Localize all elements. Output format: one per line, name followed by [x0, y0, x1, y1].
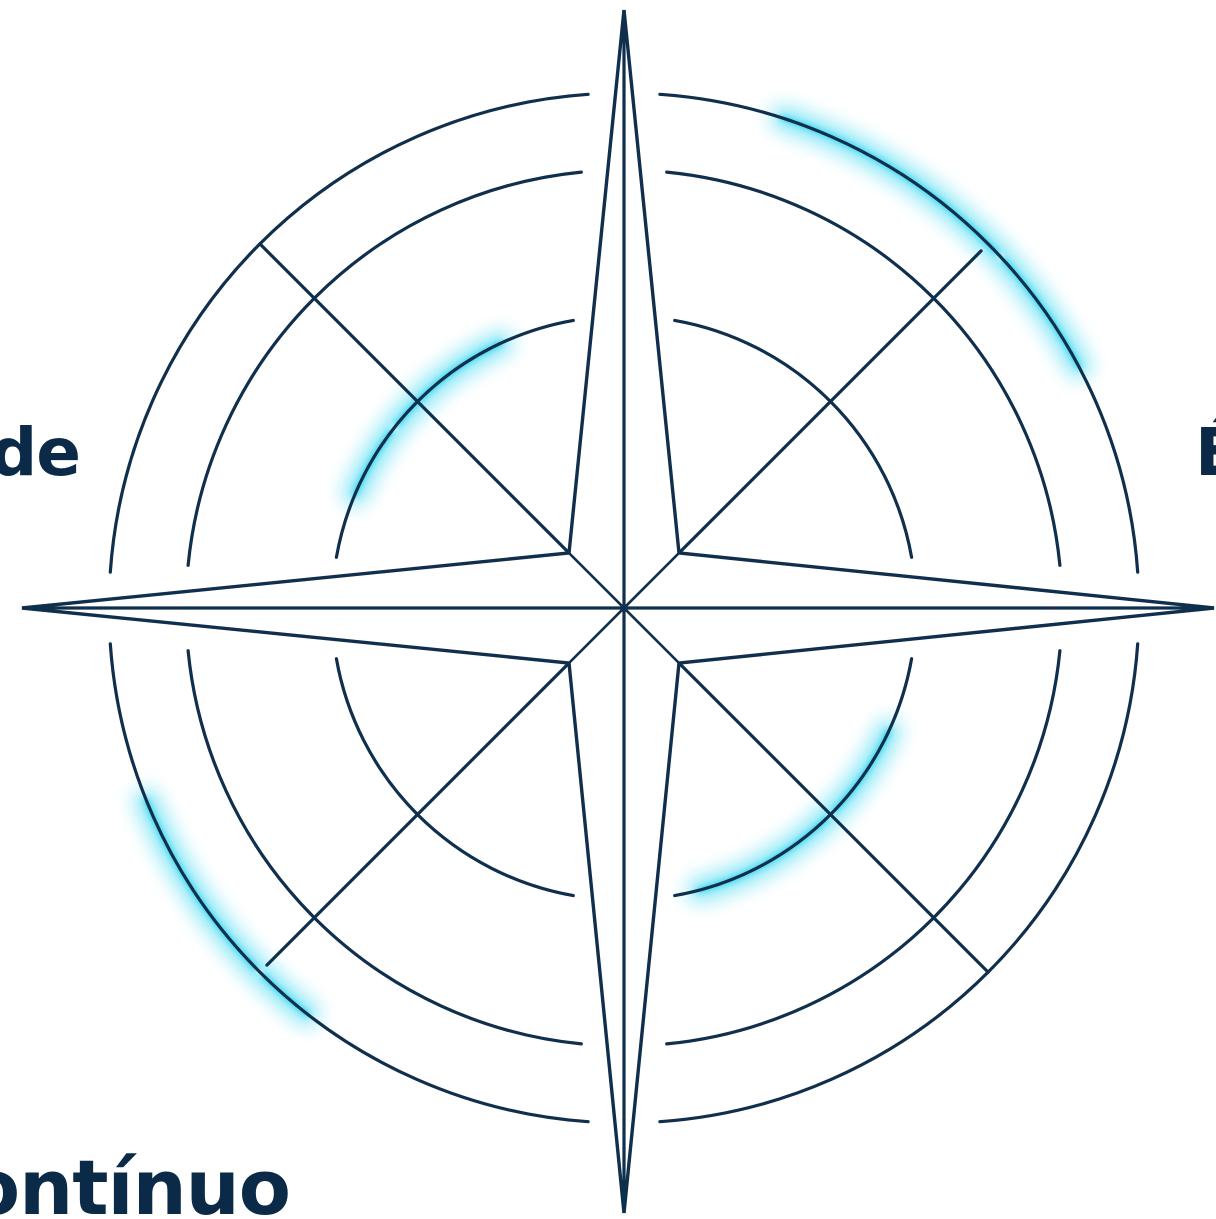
compass-star	[22, 10, 1214, 1213]
glow-southwest-outer-halo	[147, 801, 307, 1014]
star-outline	[22, 10, 1214, 1213]
spoke-northwest	[260, 244, 569, 553]
glow-southeast-inner-halo	[700, 731, 889, 890]
left-label: de	[0, 420, 80, 486]
glow-northeast-outer-core	[783, 118, 1079, 366]
spoke-northeast	[679, 251, 981, 553]
glow-northeast-outer-halo	[783, 118, 1079, 366]
glow-northwest-inner-halo	[355, 343, 500, 494]
right-label: É	[1195, 420, 1216, 486]
spoke-southeast	[679, 663, 988, 972]
bottom-label: ontínuo	[0, 1150, 290, 1219]
spoke-southwest	[267, 663, 569, 965]
glow-southeast-inner-core	[700, 731, 889, 890]
